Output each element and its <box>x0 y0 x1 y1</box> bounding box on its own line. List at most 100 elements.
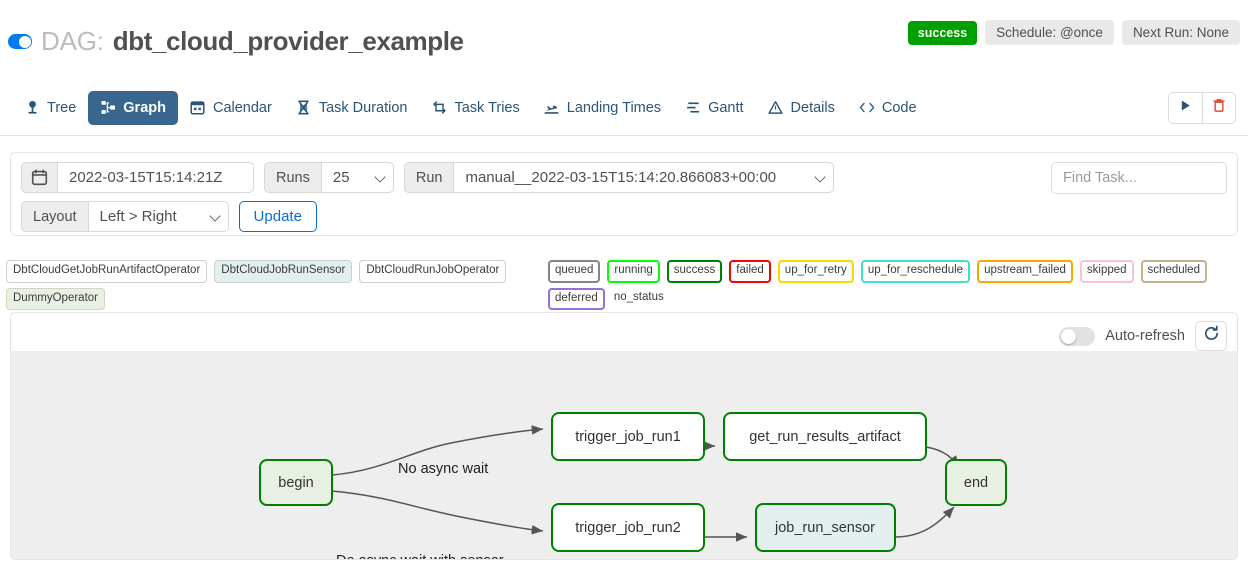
dag-name: dbt_cloud_provider_example <box>112 26 464 56</box>
graph-node-begin[interactable]: begin <box>259 459 333 506</box>
execution-date-input[interactable]: 2022-03-15T15:14:21Z <box>58 162 254 193</box>
page-header: DAG: dbt_cloud_provider_example success … <box>0 0 1248 72</box>
layout-group: Layout Left > Right <box>21 201 229 232</box>
legend-operator-chip: DbtCloudRunJobOperator <box>359 260 507 283</box>
graph-canvas[interactable]: No async wait Do async wait with sensor … <box>11 351 1237 559</box>
auto-refresh-label: Auto-refresh <box>1105 328 1185 344</box>
trigger-dag-button[interactable] <box>1169 92 1202 123</box>
edge-sensor-to-end <box>894 506 955 538</box>
graph-panel: Auto-refresh <box>10 312 1238 560</box>
legend-states: queued running success failed up_for_ret… <box>548 260 1242 310</box>
runs-label: Runs <box>264 162 322 193</box>
tab-task-duration[interactable]: Task Duration <box>284 91 420 125</box>
graph-node-get-run-results-artifact[interactable]: get_run_results_artifact <box>723 412 927 461</box>
schedule-badge[interactable]: Schedule: @once <box>985 20 1114 45</box>
layout-label: Layout <box>21 201 89 232</box>
graph-edge-labels: No async wait Do async wait with sensor <box>336 461 504 559</box>
legend-operator-chip: DummyOperator <box>6 287 105 310</box>
controls-bar: 2022-03-15T15:14:21Z Runs 25 Run manual_… <box>10 152 1238 236</box>
edge-label: No async wait <box>398 461 488 477</box>
run-label: Run <box>403 162 455 193</box>
dag-paused-toggle[interactable] <box>8 34 32 49</box>
legend-state-no-status: no_status <box>613 290 664 303</box>
legend-state-scheduled[interactable]: scheduled <box>1140 260 1207 283</box>
gantt-icon <box>685 100 701 116</box>
node-label: begin <box>278 475 313 491</box>
graph-node-trigger-job-run2[interactable]: trigger_job_run2 <box>551 503 705 552</box>
legend-state-failed[interactable]: failed <box>729 260 771 283</box>
edge-label: Do async wait with sensor <box>336 553 504 559</box>
update-button[interactable]: Update <box>238 201 317 232</box>
tab-calendar[interactable]: Calendar <box>178 91 284 125</box>
tab-details[interactable]: Details <box>756 91 847 125</box>
tab-graph[interactable]: Graph <box>88 90 178 125</box>
tab-label: Landing Times <box>566 99 662 116</box>
hourglass-icon <box>296 100 312 116</box>
legend-state-upstream-failed[interactable]: upstream_failed <box>977 260 1073 283</box>
legend: DbtCloudGetJobRunArtifactOperator DbtClo… <box>0 256 1248 310</box>
landing-icon <box>544 100 560 116</box>
graph-node-trigger-job-run1[interactable]: trigger_job_run1 <box>551 412 705 461</box>
graph-icon <box>100 100 116 116</box>
header-badges: success Schedule: @once Next Run: None <box>907 20 1240 45</box>
status-badge: success <box>907 20 978 45</box>
legend-operator-chip: DbtCloudGetJobRunArtifactOperator <box>6 260 208 283</box>
retry-icon <box>431 100 447 116</box>
legend-state-queued[interactable]: queued <box>548 260 601 283</box>
runs-select[interactable]: 25 <box>321 162 394 193</box>
tab-gantt[interactable]: Gantt <box>673 91 755 125</box>
calendar-icon[interactable] <box>21 162 58 193</box>
legend-operators: DbtCloudGetJobRunArtifactOperator DbtClo… <box>6 260 536 310</box>
next-run-badge: Next Run: None <box>1121 20 1240 45</box>
refresh-icon <box>1203 325 1220 347</box>
run-select[interactable]: manual__2022-03-15T15:14:20.866083+00:00 <box>454 162 835 193</box>
tab-code[interactable]: Code <box>847 91 929 125</box>
legend-state-up-for-retry[interactable]: up_for_retry <box>777 260 854 283</box>
node-label: get_run_results_artifact <box>749 429 901 445</box>
tab-label: Code <box>881 99 917 116</box>
node-label: end <box>964 475 988 491</box>
legend-state-deferred[interactable]: deferred <box>548 287 605 310</box>
play-icon <box>1179 99 1192 117</box>
node-label: trigger_job_run1 <box>575 429 681 445</box>
tab-label: Details <box>790 99 835 116</box>
graph-node-job-run-sensor[interactable]: job_run_sensor <box>755 503 896 552</box>
trash-icon <box>1212 98 1226 118</box>
tab-label: Calendar <box>212 99 272 116</box>
tab-landing-times[interactable]: Landing Times <box>532 91 673 125</box>
tab-bar: Tree Graph Calendar Task Duration Task T <box>0 80 1248 136</box>
execution-date-group: 2022-03-15T15:14:21Z <box>21 162 254 193</box>
tab-label: Graph <box>123 99 166 116</box>
legend-state-running[interactable]: running <box>607 260 660 283</box>
legend-state-success[interactable]: success <box>666 260 723 283</box>
graph-nodes: begin trigger_job_run1 get_run_results_a… <box>259 412 1007 552</box>
legend-state-up-for-reschedule[interactable]: up_for_reschedule <box>860 260 971 283</box>
tab-tree[interactable]: Tree <box>12 91 88 125</box>
tab-task-tries[interactable]: Task Tries <box>419 91 531 125</box>
calendar-icon <box>190 100 206 116</box>
find-task-input[interactable]: Find Task... <box>1051 162 1227 194</box>
legend-state-skipped[interactable]: skipped <box>1079 260 1134 283</box>
runs-group: Runs 25 <box>264 162 394 193</box>
graph-node-end[interactable]: end <box>945 459 1007 506</box>
tree-icon <box>24 100 40 116</box>
warning-triangle-icon <box>768 100 784 116</box>
dag-graph-svg: No async wait Do async wait with sensor … <box>259 412 1007 559</box>
dag-label: DAG: <box>41 26 104 56</box>
edge-begin-to-trigger-job-run2 <box>331 490 544 535</box>
controls-row-1: 2022-03-15T15:14:21Z Runs 25 Run manual_… <box>21 162 1227 193</box>
run-group: Run manual__2022-03-15T15:14:20.866083+0… <box>403 162 835 193</box>
controls-row-2: Layout Left > Right Update <box>21 201 1227 232</box>
auto-refresh-toggle[interactable] <box>1059 326 1096 346</box>
legend-operator-chip: DbtCloudJobRunSensor <box>214 260 353 283</box>
tab-label: Task Tries <box>454 99 520 116</box>
layout-select[interactable]: Left > Right <box>88 201 229 232</box>
dag-actions <box>1168 91 1236 124</box>
node-label: job_run_sensor <box>774 520 875 536</box>
dag-title: DAG: dbt_cloud_provider_example <box>8 26 464 57</box>
tab-label: Task Duration <box>318 99 408 116</box>
tab-label: Gantt <box>708 99 744 116</box>
delete-dag-button[interactable] <box>1202 92 1235 123</box>
refresh-button[interactable] <box>1195 321 1227 351</box>
